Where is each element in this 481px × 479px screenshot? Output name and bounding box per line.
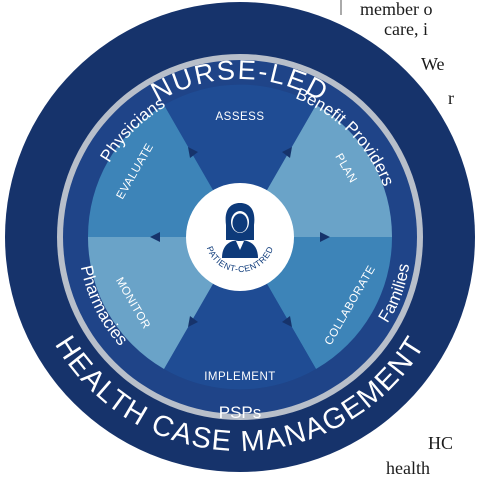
segment-implement (164, 237, 316, 390)
segment-assess (164, 84, 316, 237)
stakeholder-psps: PSPs (219, 403, 262, 422)
page-text-line-3: We (421, 54, 445, 74)
segment-arrows (150, 147, 330, 327)
arrow-4 (282, 316, 292, 327)
page-text-line-2: care, i (384, 19, 428, 39)
arrow-6 (150, 232, 160, 242)
step-implement: IMPLEMENT (204, 371, 276, 383)
page-text-line-1: member o (360, 0, 433, 19)
arrow-1 (188, 147, 198, 158)
arrow-5 (188, 316, 198, 327)
step-assess: ASSESS (215, 111, 264, 123)
nurse-icon (222, 203, 258, 258)
page-text-line-4: r (448, 88, 454, 108)
page-text-line-6: health (386, 458, 430, 478)
arrow-2 (282, 147, 292, 158)
arrow-3 (320, 232, 330, 242)
page-text-line-5: HC (428, 433, 454, 453)
